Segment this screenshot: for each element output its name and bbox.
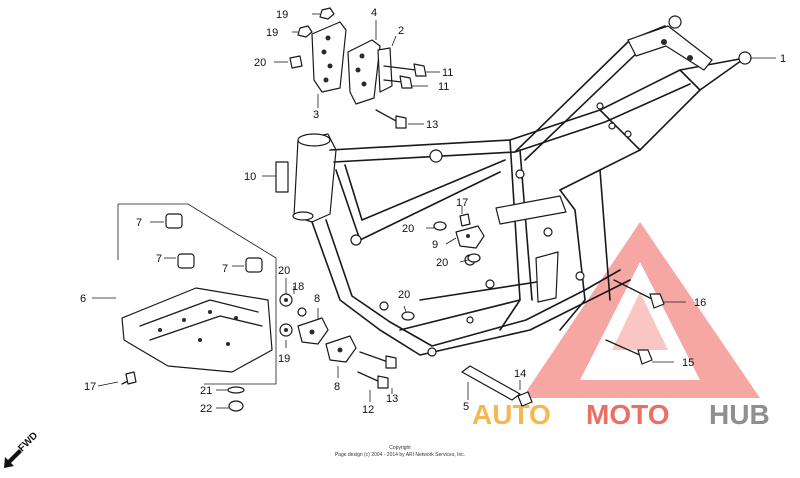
callout-3: 3: [313, 109, 319, 121]
bracket-part-4: [347, 39, 381, 105]
rear-fasteners: [461, 279, 665, 407]
callout-19a: 19: [276, 9, 288, 21]
callout-11b: 11: [438, 81, 449, 93]
callout-4: 4: [371, 7, 377, 19]
steering-head: [293, 133, 337, 223]
callout-9: 9: [432, 239, 438, 251]
main-frame: [292, 15, 752, 357]
callout-8a: 8: [314, 293, 320, 305]
steering-head-top: [297, 133, 331, 147]
callout-20c: 20: [436, 257, 448, 269]
watermark-text-hub: HUB: [709, 399, 770, 430]
callout-11a: 11: [442, 67, 453, 79]
side-brackets: [279, 213, 485, 389]
label-part-10: [275, 161, 289, 193]
callout-14: 14: [514, 368, 526, 380]
skid-plate-part-6: [121, 287, 273, 373]
callout-17a: 17: [84, 381, 96, 393]
callout-1: 1: [780, 53, 786, 65]
bracket-part-2: [377, 47, 393, 93]
callout-5: 5: [463, 401, 469, 413]
callout-13b: 13: [386, 393, 398, 405]
callout-13a: 13: [426, 119, 438, 131]
copyright-block: Copyright Page design (c) 2004 - 2014 by…: [335, 445, 465, 458]
callout-19c: 19: [278, 353, 290, 365]
fwd-label: FWD: [16, 430, 40, 454]
callout-16: 16: [694, 297, 706, 309]
copyright-line-1: Copyright: [389, 445, 411, 451]
callout-7b: 7: [156, 253, 162, 265]
damper-7b: [177, 253, 195, 269]
callout-12: 12: [362, 404, 374, 416]
watermark-triangle: [522, 222, 760, 398]
callout-20a: 20: [254, 57, 266, 69]
callout-22: 22: [200, 403, 212, 415]
callout-labels: 1 2 3 4 5 6 7 7 7 8 8 9 10 11 11 12 13 1…: [80, 7, 786, 416]
callout-8b: 8: [334, 381, 340, 393]
bracket-part-3: [311, 21, 347, 93]
fwd-arrow-icon: [4, 449, 22, 468]
skid-plate-group: [117, 203, 277, 412]
pipe-part-5: [461, 365, 521, 401]
watermark-triangle-inner: [612, 292, 668, 350]
leader-lines: [92, 13, 776, 409]
fwd-direction-indicator: FWD: [4, 430, 40, 468]
watermark-text-moto: MOTO: [586, 399, 669, 430]
callout-18: 18: [292, 281, 304, 293]
callout-10: 10: [244, 171, 256, 183]
callout-7a: 7: [136, 217, 142, 229]
callout-19b: 19: [266, 27, 278, 39]
callout-20b: 20: [402, 223, 414, 235]
callout-17b: 17: [456, 197, 468, 209]
damper-7a: [165, 213, 183, 229]
damper-7c: [245, 257, 263, 273]
watermark-logo: AUTO MOTO HUB: [472, 222, 770, 430]
callout-20d: 20: [398, 289, 410, 301]
callout-21: 21: [200, 385, 212, 397]
callout-7c: 7: [222, 263, 228, 275]
watermark-text-auto: AUTO: [472, 399, 551, 430]
copyright-line-2: Page design (c) 2004 - 2014 by ARI Netwo…: [335, 452, 465, 458]
callout-20e: 20: [278, 265, 290, 277]
callout-6: 6: [80, 293, 86, 305]
callout-2: 2: [398, 25, 404, 37]
top-brackets: [289, 7, 427, 129]
callout-15: 15: [682, 357, 694, 369]
